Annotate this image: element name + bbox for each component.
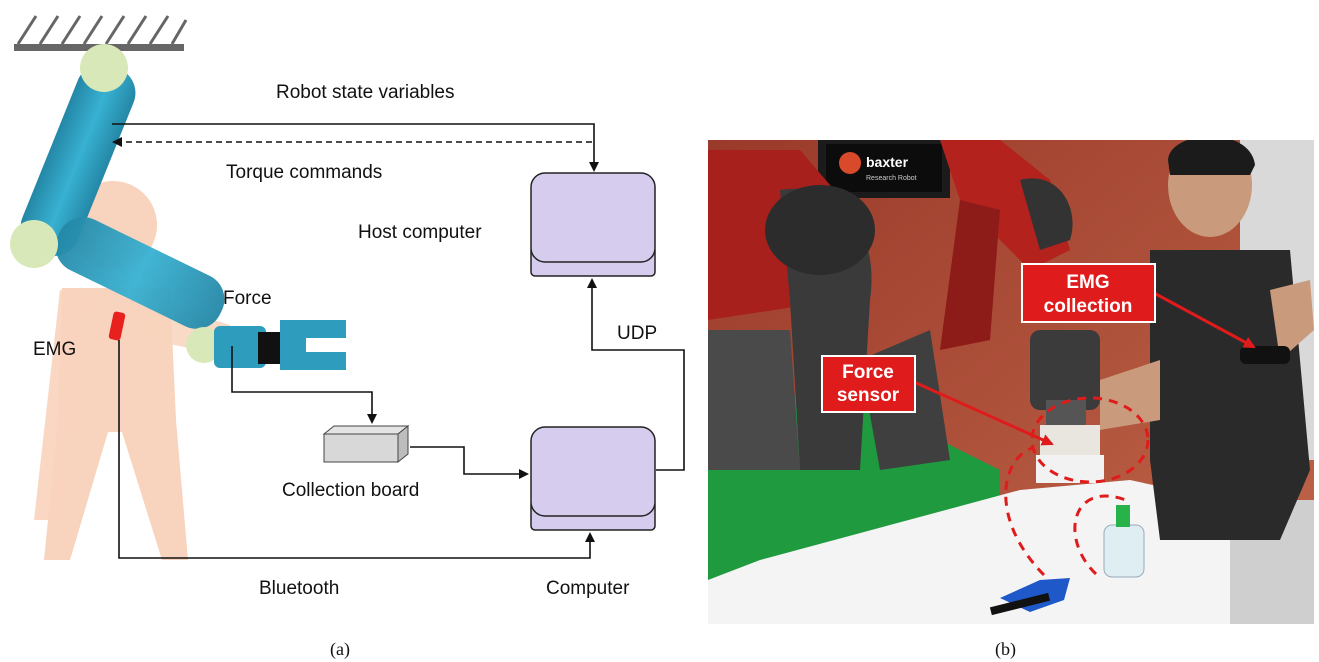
caption-a: (a) bbox=[330, 639, 350, 660]
emg-callout-line1: EMG bbox=[1066, 272, 1109, 293]
udp-label: UDP bbox=[617, 323, 657, 344]
red-dashed-curves bbox=[1004, 396, 1150, 577]
host-computer-label: Host computer bbox=[358, 222, 482, 243]
baxter-subtitle: Research Robot bbox=[866, 175, 917, 182]
force-callout-line2: sensor bbox=[837, 385, 900, 406]
emg-callout-line2: collection bbox=[1044, 296, 1133, 317]
host-computer bbox=[530, 172, 656, 277]
force-to-board-arrow bbox=[231, 346, 377, 424]
bluetooth-label: Bluetooth bbox=[259, 578, 339, 599]
robot-arm bbox=[10, 44, 346, 370]
board-to-computer-arrow bbox=[410, 446, 529, 479]
robot-state-arrow bbox=[112, 123, 599, 172]
computer-label: Computer bbox=[546, 578, 630, 599]
udp-arrow bbox=[587, 278, 685, 471]
force-callout-line1: Force bbox=[842, 362, 894, 383]
force-label: Force bbox=[223, 288, 272, 309]
bluetooth-arrow bbox=[118, 340, 595, 559]
collection-board bbox=[322, 424, 410, 464]
emg-label: EMG bbox=[33, 339, 76, 360]
person bbox=[1100, 140, 1314, 540]
caption-b: (b) bbox=[995, 639, 1016, 660]
emg-sensor bbox=[108, 311, 126, 341]
computer bbox=[530, 426, 656, 531]
baxter-logo: baxter bbox=[866, 154, 909, 170]
collection-board-label: Collection board bbox=[282, 480, 419, 501]
torque-label: Torque commands bbox=[226, 162, 382, 183]
connection-lines bbox=[112, 123, 685, 559]
panel-a: Robot state variables Torque commands Ho… bbox=[10, 15, 685, 660]
objects bbox=[989, 505, 1145, 616]
emg-callout: EMG collection bbox=[1021, 263, 1256, 349]
panel-b-photo: baxter Research Robot bbox=[708, 140, 1314, 660]
force-callout: Force sensor bbox=[821, 355, 1054, 446]
robot-state-label: Robot state variables bbox=[276, 82, 455, 103]
